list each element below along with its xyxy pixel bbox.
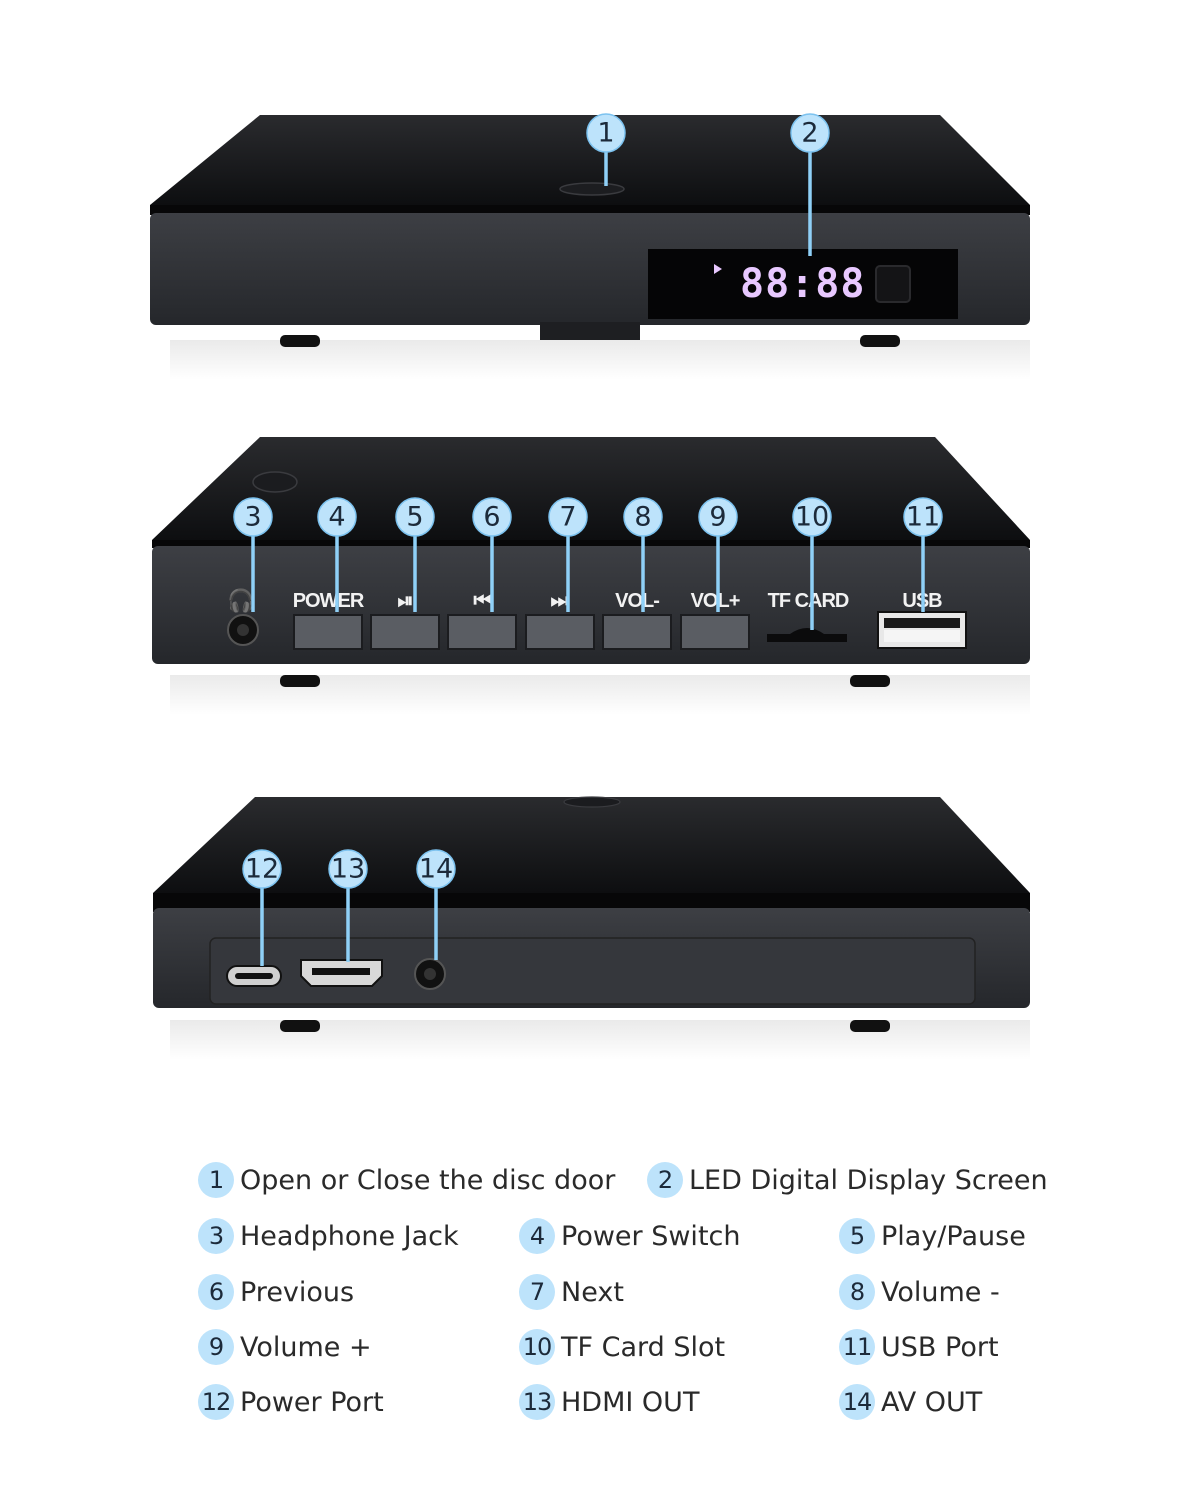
legend-badge: 2 bbox=[647, 1162, 683, 1198]
power-button[interactable] bbox=[293, 614, 363, 650]
legend-badge: 14 bbox=[839, 1384, 875, 1420]
callout-8 bbox=[623, 497, 663, 537]
callout-6 bbox=[472, 497, 512, 537]
product-diagram: 88:88 1 2 🎧 POWER ⏯ ⏮ ⏭ VOL- VOL+ bbox=[150, 113, 1030, 1060]
legend-item: 5 Play/Pause bbox=[839, 1218, 1026, 1254]
callout-14 bbox=[416, 849, 456, 889]
legend-badge: 4 bbox=[519, 1218, 555, 1254]
legend-badge: 10 bbox=[519, 1329, 555, 1365]
legend-item: 4 Power Switch bbox=[519, 1218, 740, 1254]
callout-7 bbox=[548, 497, 588, 537]
callout-12 bbox=[242, 849, 282, 889]
callout-8-label: 8 bbox=[634, 502, 651, 533]
callout-9 bbox=[698, 497, 738, 537]
next-button[interactable] bbox=[525, 614, 595, 650]
legend-text: Next bbox=[561, 1276, 624, 1308]
legend-badge: 5 bbox=[839, 1218, 875, 1254]
legend-item: 12 Power Port bbox=[198, 1384, 384, 1420]
callout-2-label: 2 bbox=[801, 118, 818, 149]
legend-badge: 6 bbox=[198, 1274, 234, 1310]
legend-text: Headphone Jack bbox=[240, 1220, 459, 1252]
legend-badge: 11 bbox=[839, 1329, 875, 1365]
legend-badge: 8 bbox=[839, 1274, 875, 1310]
led-readout: 88:88 bbox=[740, 261, 865, 307]
callout-7-label: 7 bbox=[559, 502, 576, 533]
callout-4-label: 4 bbox=[328, 502, 345, 533]
previous-button[interactable] bbox=[447, 614, 517, 650]
legend-badge: 3 bbox=[198, 1218, 234, 1254]
callout-11 bbox=[903, 497, 943, 537]
callout-4 bbox=[317, 497, 357, 537]
legend-item: 1 Open or Close the disc door bbox=[198, 1162, 615, 1198]
callout-10-label: 10 bbox=[795, 502, 829, 533]
vol-up-label: VOL+ bbox=[691, 590, 740, 612]
legend-text: Play/Pause bbox=[881, 1220, 1026, 1252]
legend-item: 6 Previous bbox=[198, 1274, 354, 1310]
legend-badge: 1 bbox=[198, 1162, 234, 1198]
previous-icon: ⏮ bbox=[474, 590, 492, 612]
legend-text: Volume - bbox=[881, 1276, 1000, 1308]
legend-item: 13 HDMI OUT bbox=[519, 1384, 699, 1420]
legend-badge: 12 bbox=[198, 1384, 234, 1420]
power-label: POWER bbox=[293, 590, 365, 612]
vol-down-label: VOL- bbox=[615, 590, 659, 612]
tf-card-slot[interactable] bbox=[767, 634, 847, 642]
legend-text: Power Switch bbox=[561, 1220, 741, 1252]
callout-10 bbox=[792, 497, 832, 537]
callout-12-label: 12 bbox=[245, 854, 279, 885]
legend-text: TF Card Slot bbox=[561, 1331, 726, 1363]
legend-badge: 7 bbox=[519, 1274, 555, 1310]
callout-3-label: 3 bbox=[244, 502, 261, 533]
callout-5-label: 5 bbox=[406, 502, 423, 533]
legend-text: Volume + bbox=[240, 1331, 372, 1363]
legend-text: LED Digital Display Screen bbox=[689, 1164, 1048, 1196]
legend-item: 7 Next bbox=[519, 1274, 624, 1310]
legend-badge: 9 bbox=[198, 1329, 234, 1365]
legend-text: Open or Close the disc door bbox=[240, 1164, 616, 1196]
play-pause-icon: ⏯ bbox=[398, 590, 413, 612]
legend-item: 3 Headphone Jack bbox=[198, 1218, 459, 1254]
play-pause-button[interactable] bbox=[370, 614, 440, 650]
callout-2 bbox=[790, 113, 830, 153]
legend-text: HDMI OUT bbox=[561, 1386, 700, 1418]
callout-6-label: 6 bbox=[483, 502, 500, 533]
legend-badge: 13 bbox=[519, 1384, 555, 1420]
callout-11-label: 11 bbox=[906, 502, 940, 533]
device-front-panel-view: 🎧 POWER ⏯ ⏮ ⏭ VOL- VOL+ TF CARD USB bbox=[152, 437, 1030, 715]
legend-item: 14 AV OUT bbox=[839, 1384, 982, 1420]
legend-text: USB Port bbox=[881, 1331, 999, 1363]
tf-card-label: TF CARD bbox=[768, 590, 849, 612]
disc-door-button bbox=[559, 182, 625, 196]
callout-13 bbox=[328, 849, 368, 889]
callout-5 bbox=[395, 497, 435, 537]
callout-1-label: 1 bbox=[597, 118, 614, 149]
legend-text: Power Port bbox=[240, 1386, 384, 1418]
callout-13-label: 13 bbox=[331, 854, 365, 885]
device-side-ports-view: 12 13 14 bbox=[153, 796, 1030, 1060]
headphone-icon: 🎧 bbox=[227, 588, 254, 614]
legend-item: 10 TF Card Slot bbox=[519, 1329, 725, 1365]
next-icon: ⏭ bbox=[551, 590, 569, 612]
callout-3 bbox=[233, 497, 273, 537]
legend-item: 11 USB Port bbox=[839, 1329, 999, 1365]
legend-item: 2 LED Digital Display Screen bbox=[647, 1162, 1048, 1198]
volume-down-button[interactable] bbox=[602, 614, 672, 650]
callout-14-label: 14 bbox=[419, 854, 453, 885]
legend-text: AV OUT bbox=[881, 1386, 983, 1418]
volume-up-button[interactable] bbox=[680, 614, 750, 650]
callout-1 bbox=[586, 113, 626, 153]
legend-item: 8 Volume - bbox=[839, 1274, 1000, 1310]
device-top-view: 88:88 1 2 bbox=[150, 113, 1030, 380]
callout-9-label: 9 bbox=[709, 502, 726, 533]
legend-item: 9 Volume + bbox=[198, 1329, 372, 1365]
legend-text: Previous bbox=[240, 1276, 355, 1308]
